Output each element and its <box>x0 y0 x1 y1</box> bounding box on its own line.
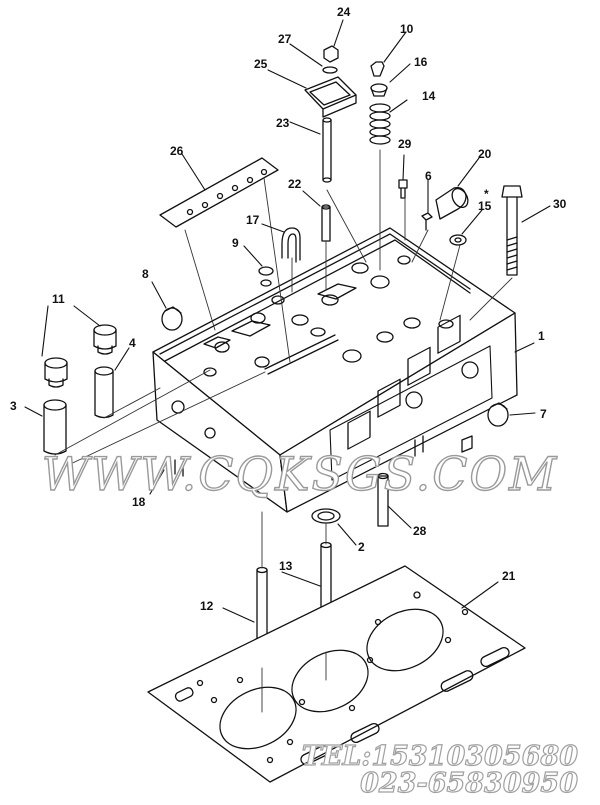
plug-20 <box>435 187 469 220</box>
rocker-bracket-25 <box>304 76 357 118</box>
sleeve-3 <box>43 399 67 455</box>
callout-9: 9 <box>232 236 239 250</box>
keeper-10 <box>370 61 385 77</box>
callout-2: 2 <box>358 540 365 554</box>
callout-1: 1 <box>538 329 545 343</box>
callout-15: 15 <box>478 199 492 213</box>
callout-17: 17 <box>246 213 260 227</box>
callout-6: 6 <box>425 169 432 183</box>
callout-13: 13 <box>279 559 293 573</box>
callout-29: 29 <box>398 137 412 151</box>
callout-25: 25 <box>254 57 268 71</box>
callout-asterisk: * <box>484 187 489 201</box>
washer-15 <box>449 234 467 246</box>
plate-26 <box>159 157 279 228</box>
callout-22: 22 <box>288 177 302 191</box>
sleeve-4 <box>94 366 114 419</box>
cylinder-head-block <box>152 227 518 513</box>
callout-12: 12 <box>200 599 214 613</box>
callout-18: 18 <box>132 495 146 509</box>
cup-plug-8 <box>161 306 183 331</box>
callout-27: 27 <box>278 32 292 46</box>
bolt-30 <box>501 185 523 276</box>
nut-24 <box>323 45 339 63</box>
callout-4: 4 <box>129 336 136 350</box>
callout-16: 16 <box>414 55 428 69</box>
retainer-16 <box>370 83 388 97</box>
callout-26: 26 <box>170 144 184 158</box>
stud-23 <box>322 117 332 183</box>
callout-8: 8 <box>142 267 149 281</box>
plug-9 <box>258 266 274 276</box>
assembly-lines <box>54 149 513 713</box>
leader-lines <box>24 19 551 623</box>
callout-28: 28 <box>413 524 427 538</box>
callout-20: 20 <box>478 147 492 161</box>
callout-24: 24 <box>337 5 351 19</box>
screw-29 <box>398 179 408 199</box>
callout-21: 21 <box>502 569 516 583</box>
cap-11-left <box>44 357 68 388</box>
bent-tube-17 <box>281 227 301 263</box>
callout-7: 7 <box>540 407 547 421</box>
watermark-site: WWW.CQKSGS.COM <box>41 446 559 501</box>
tube-22 <box>321 204 331 242</box>
cap-11-right <box>93 324 117 355</box>
screw-6 <box>421 212 433 231</box>
cup-plug-7 <box>487 402 509 427</box>
callout-14: 14 <box>422 89 436 103</box>
callout-23: 23 <box>276 116 290 130</box>
washer-27 <box>322 66 338 74</box>
head-gasket-21 <box>147 565 526 783</box>
dowel-28 <box>377 472 389 527</box>
watermark-phone: 023-65830950 <box>360 767 579 799</box>
callout-10: 10 <box>400 22 414 36</box>
callout-labels: 24 10 27 16 25 14 23 29 26 20 6 * 22 15 … <box>10 5 567 613</box>
callout-11: 11 <box>52 292 65 306</box>
callout-30: 30 <box>553 197 567 211</box>
callout-3: 3 <box>10 399 17 413</box>
valve-spring-14 <box>369 103 391 145</box>
watermark-tel: TEL:15310305680 <box>301 740 578 772</box>
seal-2 <box>311 508 341 524</box>
